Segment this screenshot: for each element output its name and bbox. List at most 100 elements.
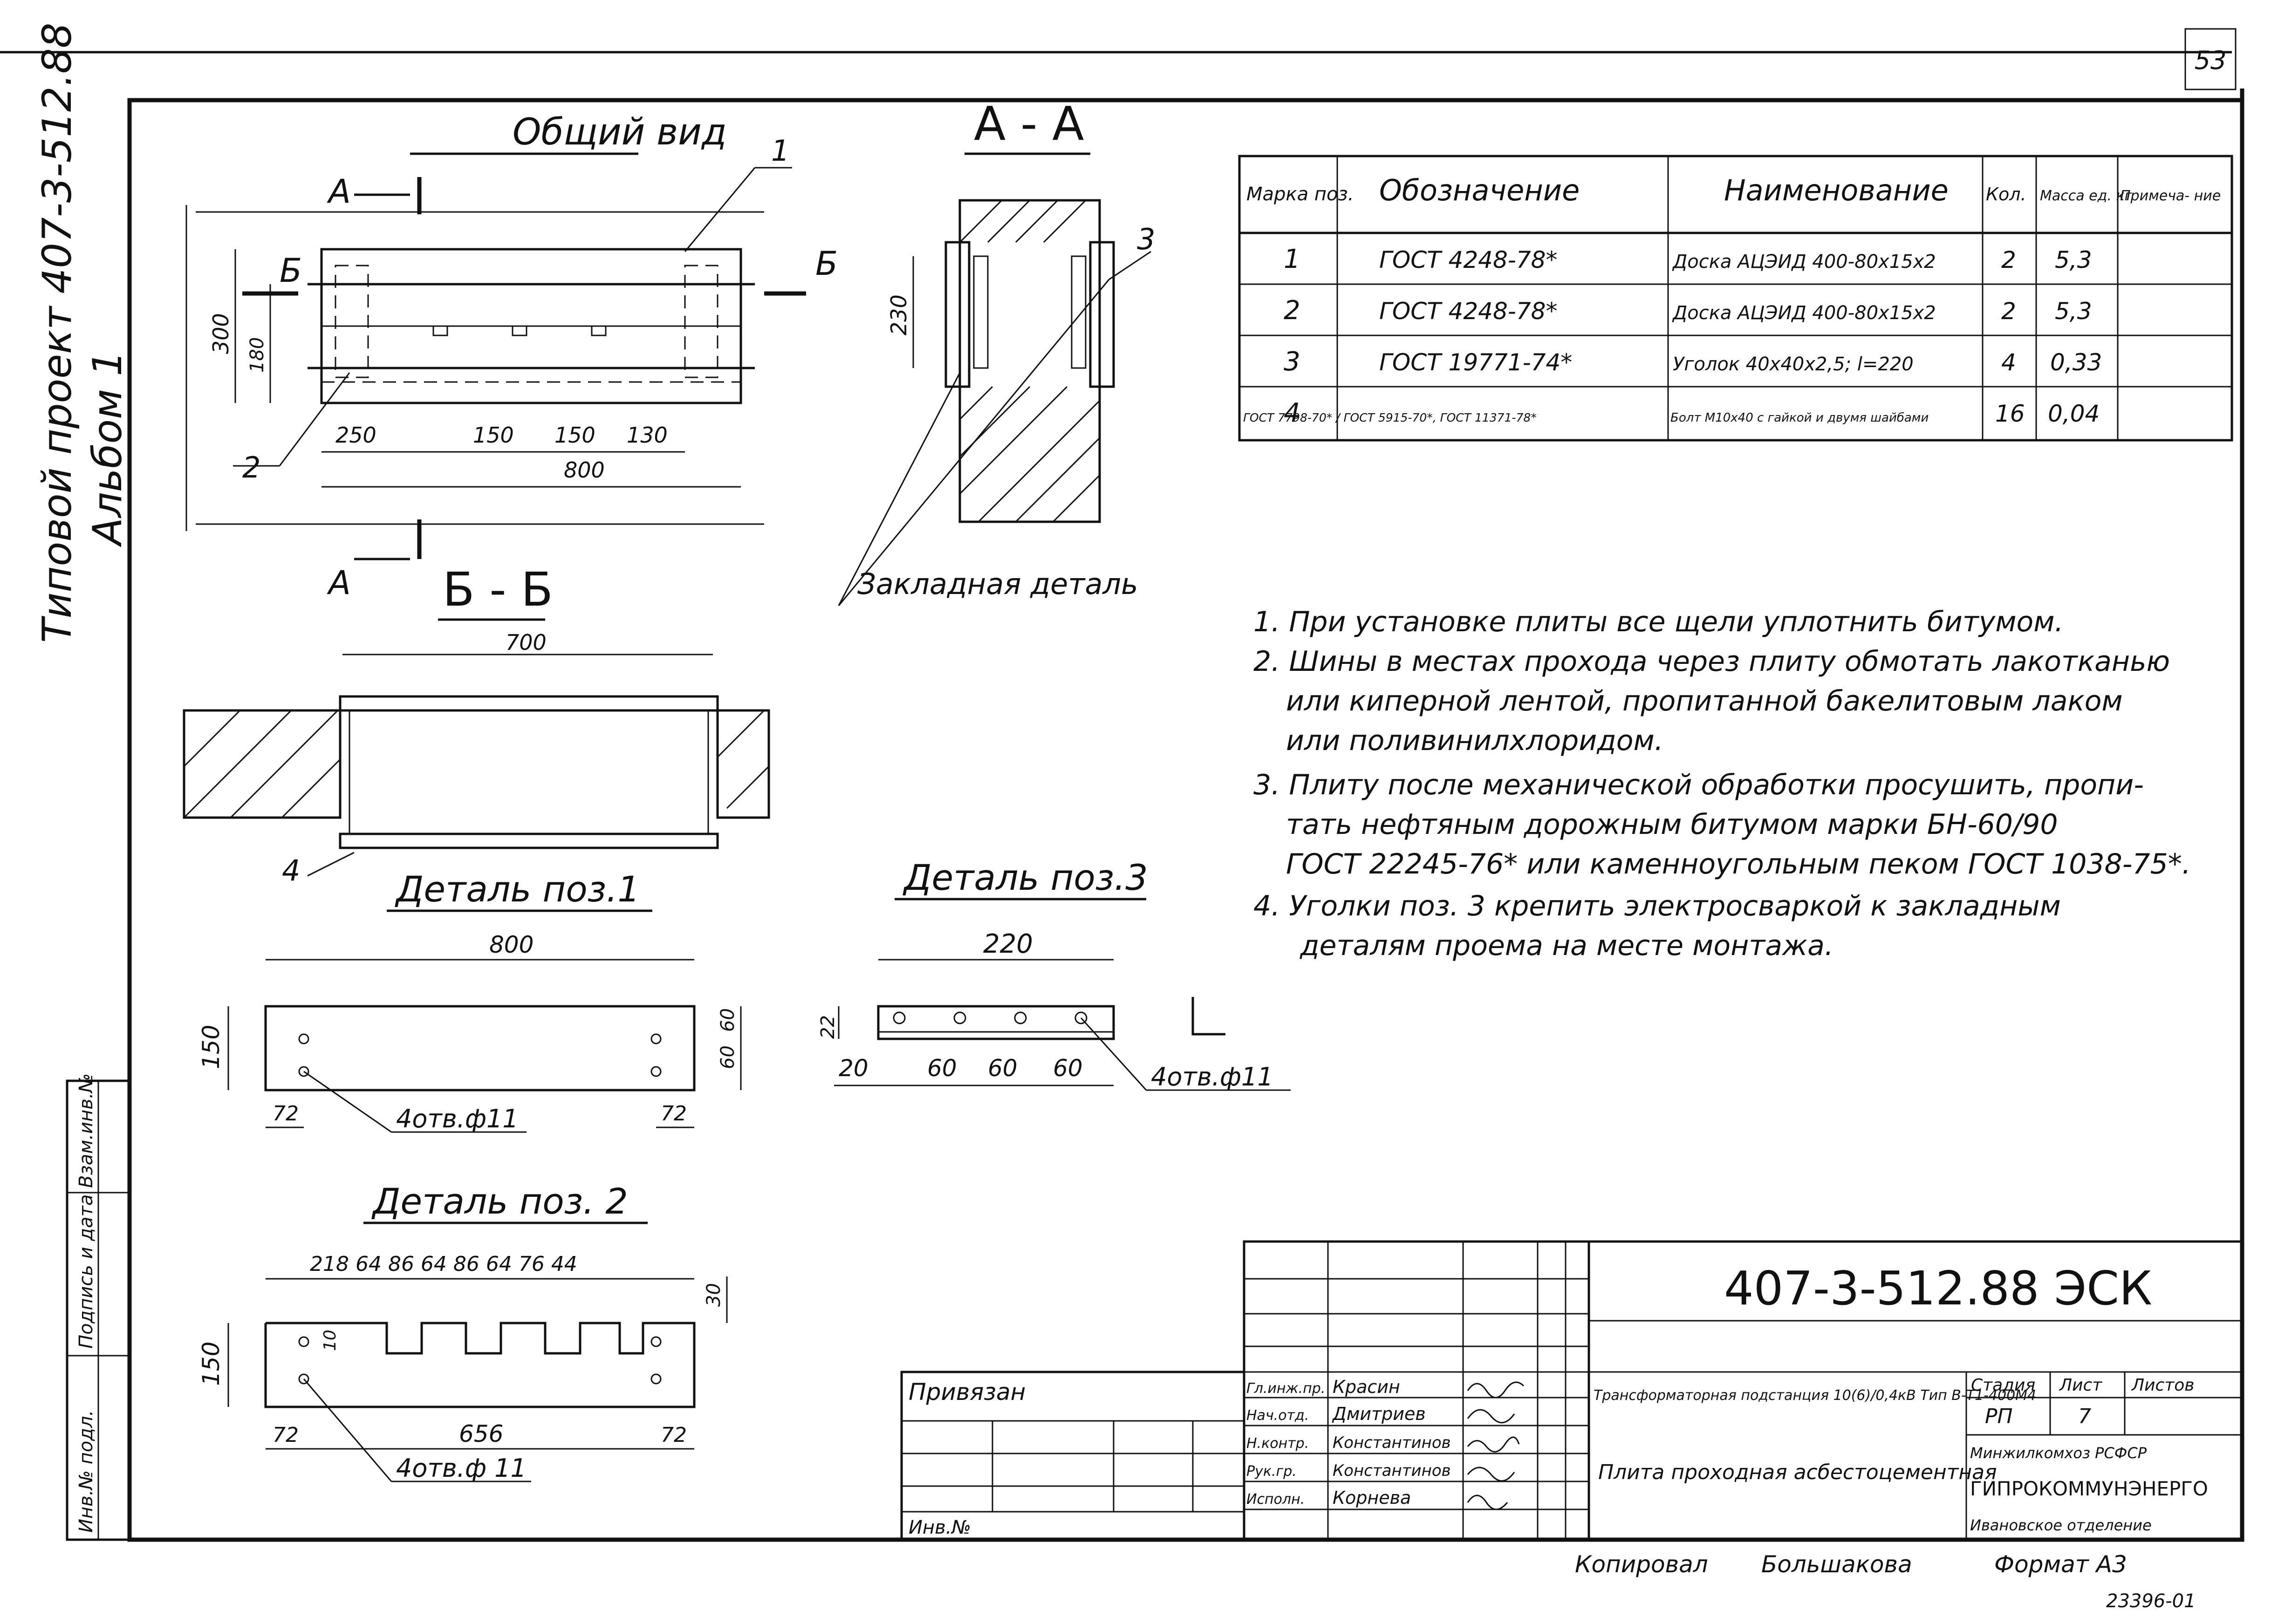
signer-5-name: Корнева <box>1333 1488 1411 1508</box>
p2-dim-30: 30 <box>703 1283 725 1307</box>
section-mark-b-left: Б <box>280 252 302 290</box>
signer-2-name: Дмитриев <box>1332 1404 1426 1424</box>
p3-dim-60-c: 60 <box>1053 1055 1083 1082</box>
p3-dim-20: 20 <box>839 1055 869 1082</box>
p1-dim-72-left: 72 <box>273 1102 299 1126</box>
side-title-project: Типовой проект 407-3-512.88 <box>34 23 81 643</box>
note-line-9: деталям проема на месте монтажа. <box>1300 929 1833 962</box>
callout-3: 3 <box>1137 222 1155 256</box>
p1-dim-60-top: 60 <box>717 1008 739 1032</box>
stage-value: РП <box>1985 1405 2013 1428</box>
dim-180: 180 <box>246 337 268 373</box>
view-title-general: Общий вид <box>513 111 727 153</box>
drawing-code: 407-3-512.88 ЭСК <box>1724 1261 2152 1316</box>
p3-dim-22: 22 <box>817 1015 839 1039</box>
dim-130: 130 <box>627 423 668 448</box>
general-view: Общий вид А А Б Б 300 180 250 150 <box>185 111 838 602</box>
spec-row-1-qty: 2 <box>2001 246 2016 273</box>
stage-label: Стадия <box>1971 1376 2035 1395</box>
spec-row-1-mark: 1 <box>1284 244 1300 274</box>
p1-dim-800: 800 <box>489 931 534 958</box>
sheet-label: Лист <box>2059 1376 2102 1395</box>
note-line-7: ГОСТ 22245-76* или каменноугольным пеком… <box>1286 848 2191 880</box>
section-aa-hatch <box>959 199 1101 523</box>
view-title-bb: Б - Б <box>443 562 553 617</box>
callout-4: 4 <box>282 853 300 887</box>
p2-holes-label: 4отв.ф 11 <box>396 1453 527 1483</box>
note-line-1: 1. При установке плиты все щели уплотнит… <box>1253 606 2064 638</box>
spec-row-2-mass: 5,3 <box>2055 298 2092 325</box>
spec-header-designation: Обозначение <box>1379 173 1580 207</box>
embedded-detail-label: Закладная деталь <box>857 567 1138 601</box>
section-aa: А - А 230 3 Закладная деталь <box>838 96 1155 606</box>
p2-outline <box>264 1322 696 1408</box>
sheet-value: 7 <box>2078 1405 2091 1428</box>
section-mark-a-top: А <box>327 172 351 211</box>
p3-dim-60-a: 60 <box>927 1055 957 1082</box>
spec-row-3-mark: 3 <box>1284 347 1300 377</box>
stamp-replace-inv: Взам.инв.№ <box>75 1073 97 1188</box>
archive-code: 23396-01 <box>2106 1590 2196 1612</box>
p1-dim-60-bottom: 60 <box>717 1045 739 1069</box>
side-title-album: Альбом 1 <box>84 351 131 547</box>
privyazan-label: Привязан <box>909 1378 1026 1406</box>
p2-dim-top: 218 64 86 64 86 64 76 44 <box>310 1252 577 1276</box>
spec-row-2-designation: ГОСТ 4248-78* <box>1379 298 1557 325</box>
side-title: Типовой проект 407-3-512.88 Альбом 1 <box>34 23 131 643</box>
title-block: Привязан Инв.№ 407-3-512.88 ЭСК Трансфор… <box>900 1240 2243 1541</box>
signatures <box>1467 1381 1525 1510</box>
stamp-inv-no: Инв.№ подл. <box>75 1410 97 1533</box>
spec-row-4-mark: 4 <box>1284 398 1300 428</box>
spec-row-4-name: Болт М10х40 с гайкой и двумя шайбами <box>1670 411 1929 425</box>
spec-row-1-name: Доска АЦЭИД 400-80х15х2 <box>1672 251 1936 273</box>
note-line-2: 2. Шины в местах прохода через плиту обм… <box>1253 645 2170 678</box>
p3-dim-60-b: 60 <box>988 1055 1018 1082</box>
bottom-caption: Копировал Большакова Формат А3 23396-01 <box>1575 1551 2196 1612</box>
p2-dim-10: 10 <box>321 1330 340 1351</box>
spec-header-name: Наименование <box>1724 173 1949 207</box>
spec-row-1-designation: ГОСТ 4248-78* <box>1379 246 1557 273</box>
spec-row-2-name: Доска АЦЭИД 400-80х15х2 <box>1672 302 1936 324</box>
p2-dim-150: 150 <box>198 1342 225 1386</box>
signer-4-name: Константинов <box>1333 1461 1451 1480</box>
notes: 1. При установке плиты все щели уплотнит… <box>1253 606 2191 962</box>
p2-dim-656: 656 <box>459 1420 503 1447</box>
sheets-label: Листов <box>2131 1376 2194 1395</box>
stamp-sign-date: Подпись и дата <box>75 1194 97 1349</box>
detail-pos-1: Деталь поз.1 800 150 72 72 60 60 4отв.ф1… <box>198 868 742 1133</box>
view-title-detail1: Деталь поз.1 <box>395 868 640 910</box>
project-name: Трансформаторная подстанция 10(6)/0,4кВ … <box>1594 1387 2036 1404</box>
spec-row-4-qty: 16 <box>1995 400 2025 427</box>
p1-holes-label: 4отв.ф11 <box>396 1104 519 1133</box>
note-line-3: или киперной лентой, пропитанной бакелит… <box>1286 685 2123 717</box>
signer-1-name: Красин <box>1333 1377 1400 1397</box>
drawing-title: Плита проходная асбестоцементная <box>1598 1460 1997 1484</box>
section-bb: Б - Б 700 4 <box>183 562 770 887</box>
p3-holes-label: 4отв.ф11 <box>1151 1062 1273 1092</box>
p2-dim-72-left: 72 <box>273 1423 299 1447</box>
section-mark-b-right: Б <box>815 245 838 283</box>
note-line-8: 4. Уголки поз. 3 крепить электросваркой … <box>1253 890 2061 922</box>
detail-pos-3: Деталь поз.3 220 22 20 60 60 60 4отв.ф11 <box>817 857 1291 1092</box>
signer-2-role: Нач.отд. <box>1246 1407 1309 1424</box>
spec-row-3-name: Уголок 40х40х2,5; l=220 <box>1673 354 1914 375</box>
signer-1-role: Гл.инж.пр. <box>1246 1380 1325 1397</box>
signer-3-name: Константинов <box>1333 1433 1451 1452</box>
spec-row-3-qty: 4 <box>2001 349 2016 376</box>
left-stamp: Инв.№ подл. Подпись и дата Взам.инв.№ <box>66 1073 131 1541</box>
spec-row-3-mass: 0,33 <box>2050 349 2102 376</box>
org-ministry: Минжилкомхоз РСФСР <box>1970 1444 2147 1462</box>
inv-no-label: Инв.№ <box>909 1517 971 1538</box>
copied-label: Копировал <box>1575 1551 1708 1578</box>
signer-5-role: Исполн. <box>1246 1491 1305 1508</box>
copier-name: Большакова <box>1761 1551 1912 1578</box>
spec-row-4-mass: 0,04 <box>2048 400 2100 427</box>
p3-dim-220: 220 <box>983 929 1033 959</box>
spec-row-1-mass: 5,3 <box>2055 246 2092 273</box>
spec-row-2-mark: 2 <box>1284 295 1300 326</box>
spec-table: Марка поз. Обозначение Наименование Кол.… <box>1238 155 2233 442</box>
p2-dim-72-right: 72 <box>661 1423 687 1447</box>
callout-2: 2 <box>242 450 260 484</box>
spec-header-mass: Масса ед. кг <box>2040 188 2132 204</box>
